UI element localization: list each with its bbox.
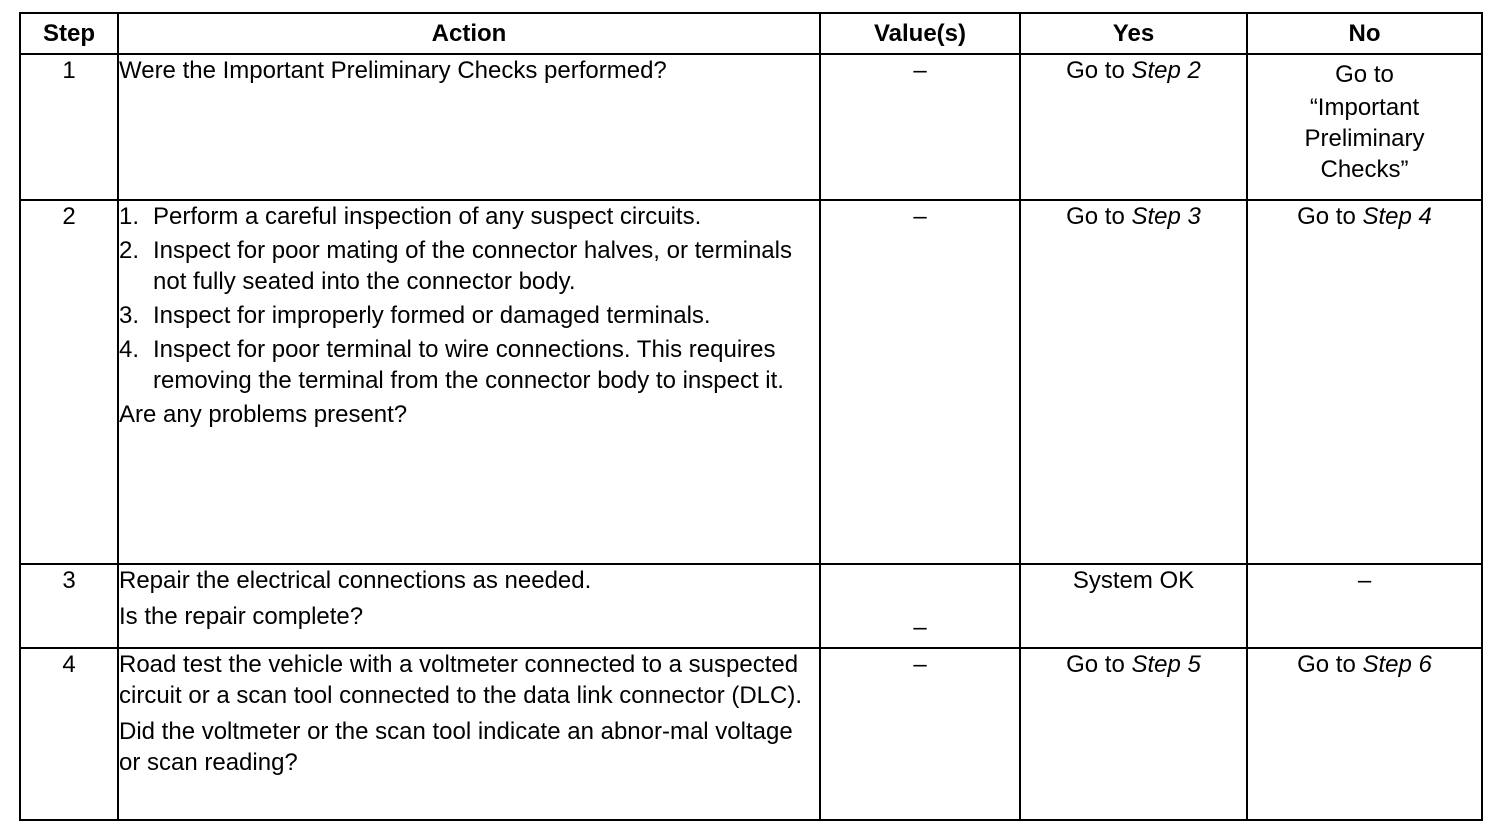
action-instruction: Road test the vehicle with a voltmeter c… bbox=[119, 651, 803, 709]
yes-cell: Go to Step 5 bbox=[1019, 647, 1248, 821]
no-cell: Go to Step 4 bbox=[1246, 199, 1483, 565]
header-row: Step Action Value(s) Yes No bbox=[19, 12, 1483, 55]
value-cell: – bbox=[819, 199, 1021, 565]
list-item-number: 1. bbox=[119, 203, 140, 230]
action-list-item: 2. Inspect for poor mating of the connec… bbox=[119, 235, 819, 297]
yes-cell: Go to Step 2 bbox=[1019, 53, 1248, 201]
no-line: “Important bbox=[1309, 94, 1420, 121]
no-prefix: Go to bbox=[1297, 203, 1363, 230]
value-cell: – bbox=[819, 563, 1021, 649]
action-list-item: 4. Inspect for poor terminal to wire con… bbox=[119, 334, 819, 396]
no-cell: Go to Step 6 bbox=[1246, 647, 1483, 821]
table-row: 3 Repair the electrical connections as n… bbox=[19, 563, 1483, 649]
value-cell: – bbox=[819, 53, 1021, 201]
yes-prefix: Go to bbox=[1066, 57, 1132, 84]
list-item-number: 3. bbox=[119, 302, 140, 329]
no-cell: – bbox=[1246, 563, 1483, 649]
step-number: 2 bbox=[19, 199, 119, 565]
action-instruction: Repair the electrical connections as nee… bbox=[119, 567, 592, 594]
header-action: Action bbox=[117, 12, 821, 55]
step-number: 1 bbox=[19, 53, 119, 201]
list-item-text: Inspect for poor terminal to wire connec… bbox=[153, 336, 784, 394]
diagnostic-table: Step Action Value(s) Yes No 1 Were the I… bbox=[19, 12, 1483, 821]
list-item-text: Inspect for poor mating of the connector… bbox=[153, 237, 792, 295]
no-cell: Go to “Important Preliminary Checks” bbox=[1246, 53, 1483, 201]
step-number: 4 bbox=[19, 647, 119, 821]
table-row: 4 Road test the vehicle with a voltmeter… bbox=[19, 647, 1483, 821]
yes-cell: System OK bbox=[1019, 563, 1248, 649]
value-cell: – bbox=[819, 647, 1021, 821]
yes-step-ref: Step 2 bbox=[1131, 57, 1201, 84]
action-list-item: 1. Perform a careful inspection of any s… bbox=[119, 201, 819, 232]
no-line: Go to bbox=[1335, 61, 1394, 88]
list-item-text: Inspect for improperly formed or damaged… bbox=[153, 302, 711, 329]
table-row: 1 Were the Important Preliminary Checks … bbox=[19, 53, 1483, 201]
action-question: Is the repair complete? bbox=[119, 603, 364, 630]
table-row: 2 1. Perform a careful inspection of any… bbox=[19, 199, 1483, 565]
action-question: Did the voltmeter or the scan tool indic… bbox=[119, 718, 793, 776]
no-step-ref: Step 4 bbox=[1362, 203, 1432, 230]
yes-prefix: Go to bbox=[1066, 651, 1132, 678]
yes-step-ref: Step 5 bbox=[1131, 651, 1201, 678]
list-item-number: 4. bbox=[119, 336, 140, 363]
action-question: Were the Important Preliminary Checks pe… bbox=[119, 57, 667, 84]
action-list: 1. Perform a careful inspection of any s… bbox=[119, 201, 819, 396]
header-values: Value(s) bbox=[819, 12, 1021, 55]
yes-prefix: Go to bbox=[1066, 203, 1132, 230]
action-cell: 1. Perform a careful inspection of any s… bbox=[117, 199, 821, 565]
action-cell: Road test the vehicle with a voltmeter c… bbox=[117, 647, 821, 821]
no-line: Checks” bbox=[1320, 156, 1409, 183]
action-list-item: 3. Inspect for improperly formed or dama… bbox=[119, 300, 819, 331]
list-item-number: 2. bbox=[119, 237, 140, 264]
no-prefix: Go to bbox=[1297, 651, 1363, 678]
yes-cell: Go to Step 3 bbox=[1019, 199, 1248, 565]
yes-step-ref: Step 3 bbox=[1131, 203, 1201, 230]
no-line: Preliminary bbox=[1304, 125, 1425, 152]
no-step-ref: Step 6 bbox=[1362, 651, 1432, 678]
step-number: 3 bbox=[19, 563, 119, 649]
list-item-text: Perform a careful inspection of any susp… bbox=[153, 203, 702, 230]
action-question: Are any problems present? bbox=[119, 401, 408, 428]
action-cell: Were the Important Preliminary Checks pe… bbox=[117, 53, 821, 201]
header-step: Step bbox=[19, 12, 119, 55]
header-yes: Yes bbox=[1019, 12, 1248, 55]
header-no: No bbox=[1246, 12, 1483, 55]
action-cell: Repair the electrical connections as nee… bbox=[117, 563, 821, 649]
